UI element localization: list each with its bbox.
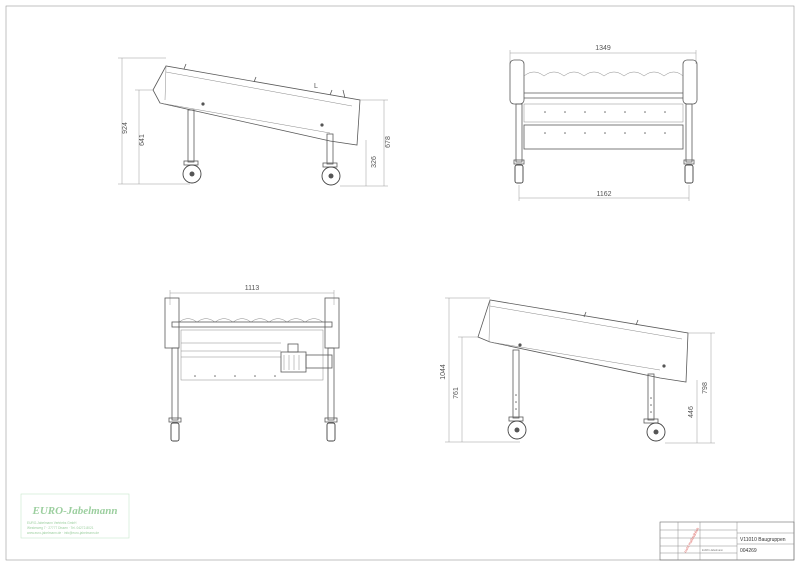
- leg-height-label: 446: [688, 406, 695, 418]
- rear-height-label: 761: [453, 387, 460, 399]
- front-leg: [326, 133, 334, 165]
- drawing-number: 004269: [740, 548, 757, 554]
- caster-hub: [514, 427, 520, 433]
- caster-plate: [168, 417, 182, 423]
- trough-body: [152, 65, 361, 146]
- lower-frame: [523, 124, 684, 150]
- title-block-company: EURO-Jabelmann: [702, 548, 724, 552]
- logo-line-1: EURO-Jabelmann Vertriebs GmbH: [27, 521, 77, 525]
- side-view-right: 1044 761 446 798: [440, 297, 715, 444]
- caster-wheel: [684, 164, 694, 184]
- right-leg: [685, 103, 693, 163]
- end-view-top: 1349 1162: [509, 45, 698, 201]
- bolt-row: [194, 375, 276, 377]
- caster-wheel: [326, 422, 336, 442]
- caster-wheel: [170, 422, 180, 442]
- flap: [583, 311, 587, 318]
- bolt-row: [544, 111, 666, 134]
- left-leg: [515, 103, 523, 163]
- scale-stamp: nicht maßstäblich: [683, 527, 700, 554]
- bolt: [320, 123, 324, 127]
- roller-tops: [523, 71, 684, 77]
- flap: [329, 89, 333, 96]
- caster-plate: [643, 418, 659, 424]
- top-rail: [171, 321, 333, 328]
- motor-terminal-box: [287, 343, 299, 353]
- side-mark-label: L: [314, 83, 318, 90]
- trough-rear-edge: [164, 65, 167, 101]
- side-view-left: L 924 641 326 678: [118, 57, 392, 187]
- bolt: [662, 364, 666, 368]
- frame-width-label: 1113: [245, 285, 260, 292]
- sheet-border: [5, 5, 795, 561]
- overall-height-label: 924: [122, 122, 129, 134]
- end-view-bottom: 1113: [164, 285, 340, 442]
- company-logo: EURO-Jabelmann EURO-Jabelmann Vertriebs …: [20, 493, 130, 539]
- caster-hub: [653, 429, 659, 435]
- trough-body: [477, 299, 689, 383]
- trough-bottom-line: [489, 341, 661, 371]
- right-side-post: [682, 59, 698, 105]
- leg-holes: [515, 394, 652, 413]
- drawing-title: V11010 Baugruppen: [740, 537, 786, 543]
- trough-rear-edge: [488, 299, 491, 343]
- logo-line-2: Westerweg 7 · 27777 Dissen · Tel. 04272-…: [27, 526, 94, 530]
- rear-leg: [187, 109, 195, 163]
- bolt: [201, 102, 205, 106]
- logo-frame: [20, 493, 130, 539]
- title-block-frame: [659, 521, 795, 561]
- front-leg: [647, 373, 655, 421]
- front-height-label: 678: [385, 136, 392, 148]
- leg-height-label: 326: [371, 156, 378, 168]
- bolt: [518, 343, 522, 347]
- flap: [342, 89, 346, 99]
- flap: [183, 63, 187, 70]
- caster-hub: [328, 173, 334, 179]
- roller-tops: [178, 318, 324, 323]
- overall-height-label: 1044: [440, 364, 447, 380]
- trough-inner-line: [165, 71, 353, 107]
- rear-leg: [512, 349, 520, 419]
- caster-wheel: [514, 164, 524, 184]
- gearbox: [305, 354, 333, 369]
- bed: [523, 103, 684, 123]
- caster-plate: [513, 159, 525, 165]
- trough-inner-line: [489, 305, 683, 340]
- rear-height-label: 641: [139, 134, 146, 146]
- drive-motor: [280, 351, 307, 373]
- title-block: V11010 Baugruppen 004269 EURO-Jabelmann …: [659, 521, 795, 561]
- bed: [180, 329, 324, 381]
- caster-plate: [324, 417, 338, 423]
- caster-plate: [683, 159, 695, 165]
- trough-bottom-line: [159, 102, 331, 134]
- caster-hub: [189, 171, 195, 177]
- base-width-label: 1162: [596, 191, 611, 198]
- left-leg: [171, 347, 179, 421]
- right-leg: [327, 347, 335, 421]
- logo-line-3: www.euro-jabelmann.de · info@euro-jabelm…: [27, 531, 99, 535]
- flap: [253, 76, 257, 83]
- top-width-label: 1349: [595, 45, 611, 52]
- left-side-post: [509, 59, 525, 105]
- front-height-label: 798: [702, 382, 709, 394]
- flap: [635, 319, 639, 326]
- logo-brand: EURO-Jabelmann: [32, 505, 118, 517]
